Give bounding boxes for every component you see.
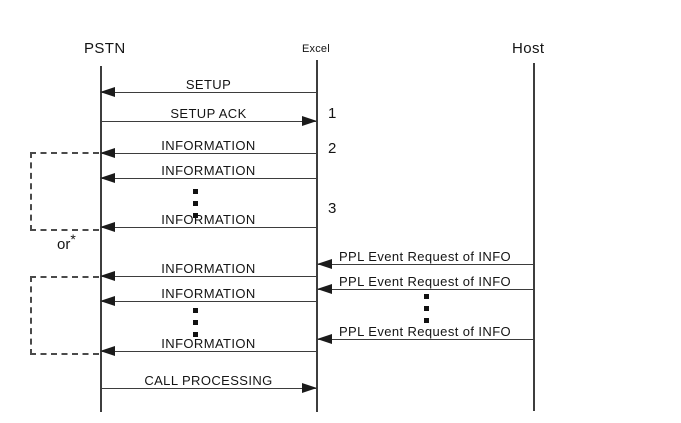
dot — [193, 201, 198, 206]
message-information-3: INFORMATION — [100, 212, 317, 232]
sequence-number-1: 1 — [328, 105, 337, 122]
arrowhead-right-icon — [302, 116, 317, 126]
message-information-4: INFORMATION — [100, 261, 317, 281]
vertical-ellipsis-2 — [193, 308, 198, 337]
message-information-6: INFORMATION — [100, 336, 317, 356]
vertical-ellipsis-1 — [193, 189, 198, 218]
message-label: PPL Event Request of INFO — [338, 324, 512, 339]
message-label: INFORMATION — [161, 336, 256, 351]
message-line — [100, 116, 317, 126]
arrowhead-left-icon — [317, 284, 332, 294]
message-information-1: INFORMATION — [100, 138, 317, 158]
message-line — [100, 271, 317, 281]
or-label: or* — [57, 231, 76, 253]
dot — [424, 294, 429, 299]
lifeline-host — [533, 63, 535, 411]
message-ppl-event-request-2: PPL Event Request of INFO — [317, 274, 533, 294]
sequence-number-3: 3 — [328, 200, 337, 217]
arrowhead-left-icon — [100, 87, 115, 97]
message-label: PPL Event Request of INFO — [338, 249, 512, 264]
message-line — [100, 383, 317, 393]
arrowhead-left-icon — [100, 148, 115, 158]
message-line — [100, 296, 317, 306]
message-label: SETUP ACK — [170, 106, 247, 121]
arrowhead-left-icon — [100, 271, 115, 281]
lifeline-excel — [316, 60, 318, 412]
arrowhead-left-icon — [317, 334, 332, 344]
dot — [193, 189, 198, 194]
message-information-5: INFORMATION — [100, 286, 317, 306]
arrowhead-right-icon — [302, 383, 317, 393]
message-line — [317, 284, 533, 294]
message-information-2: INFORMATION — [100, 163, 317, 183]
message-ppl-event-request-3: PPL Event Request of INFO — [317, 324, 533, 344]
actor-label-excel: Excel — [302, 43, 330, 55]
arrowhead-left-icon — [100, 222, 115, 232]
dot — [424, 306, 429, 311]
message-label: INFORMATION — [161, 212, 256, 227]
message-line — [317, 334, 533, 344]
arrowhead-left-icon — [100, 173, 115, 183]
vertical-ellipsis-3 — [424, 294, 429, 323]
actor-label-host: Host — [512, 40, 545, 57]
message-ppl-event-request-1: PPL Event Request of INFO — [317, 249, 533, 269]
arrowhead-left-icon — [100, 346, 115, 356]
message-setup: SETUP — [100, 77, 317, 97]
message-line — [317, 259, 533, 269]
message-label: INFORMATION — [161, 138, 256, 153]
message-setup-ack: SETUP ACK — [100, 106, 317, 126]
message-line — [100, 173, 317, 183]
alternative-bracket-1 — [30, 152, 99, 231]
message-label: CALL PROCESSING — [144, 373, 273, 388]
message-label: PPL Event Request of INFO — [338, 274, 512, 289]
message-label: SETUP — [185, 77, 232, 92]
dot — [424, 318, 429, 323]
message-line — [100, 87, 317, 97]
dot — [193, 332, 198, 337]
lifeline-pstn — [100, 66, 102, 412]
dot — [193, 320, 198, 325]
alternative-bracket-2 — [30, 276, 99, 355]
asterisk: * — [70, 231, 76, 247]
message-line — [100, 148, 317, 158]
arrowhead-left-icon — [100, 296, 115, 306]
actor-label-pstn: PSTN — [84, 40, 126, 57]
dot — [193, 308, 198, 313]
dot — [193, 213, 198, 218]
message-line — [100, 346, 317, 356]
arrowhead-left-icon — [317, 259, 332, 269]
sequence-number-2: 2 — [328, 140, 337, 157]
message-line — [100, 222, 317, 232]
message-label: INFORMATION — [161, 286, 256, 301]
message-call-processing: CALL PROCESSING — [100, 373, 317, 393]
message-label: INFORMATION — [161, 163, 256, 178]
message-label: INFORMATION — [161, 261, 256, 276]
or-text: or — [57, 236, 71, 253]
